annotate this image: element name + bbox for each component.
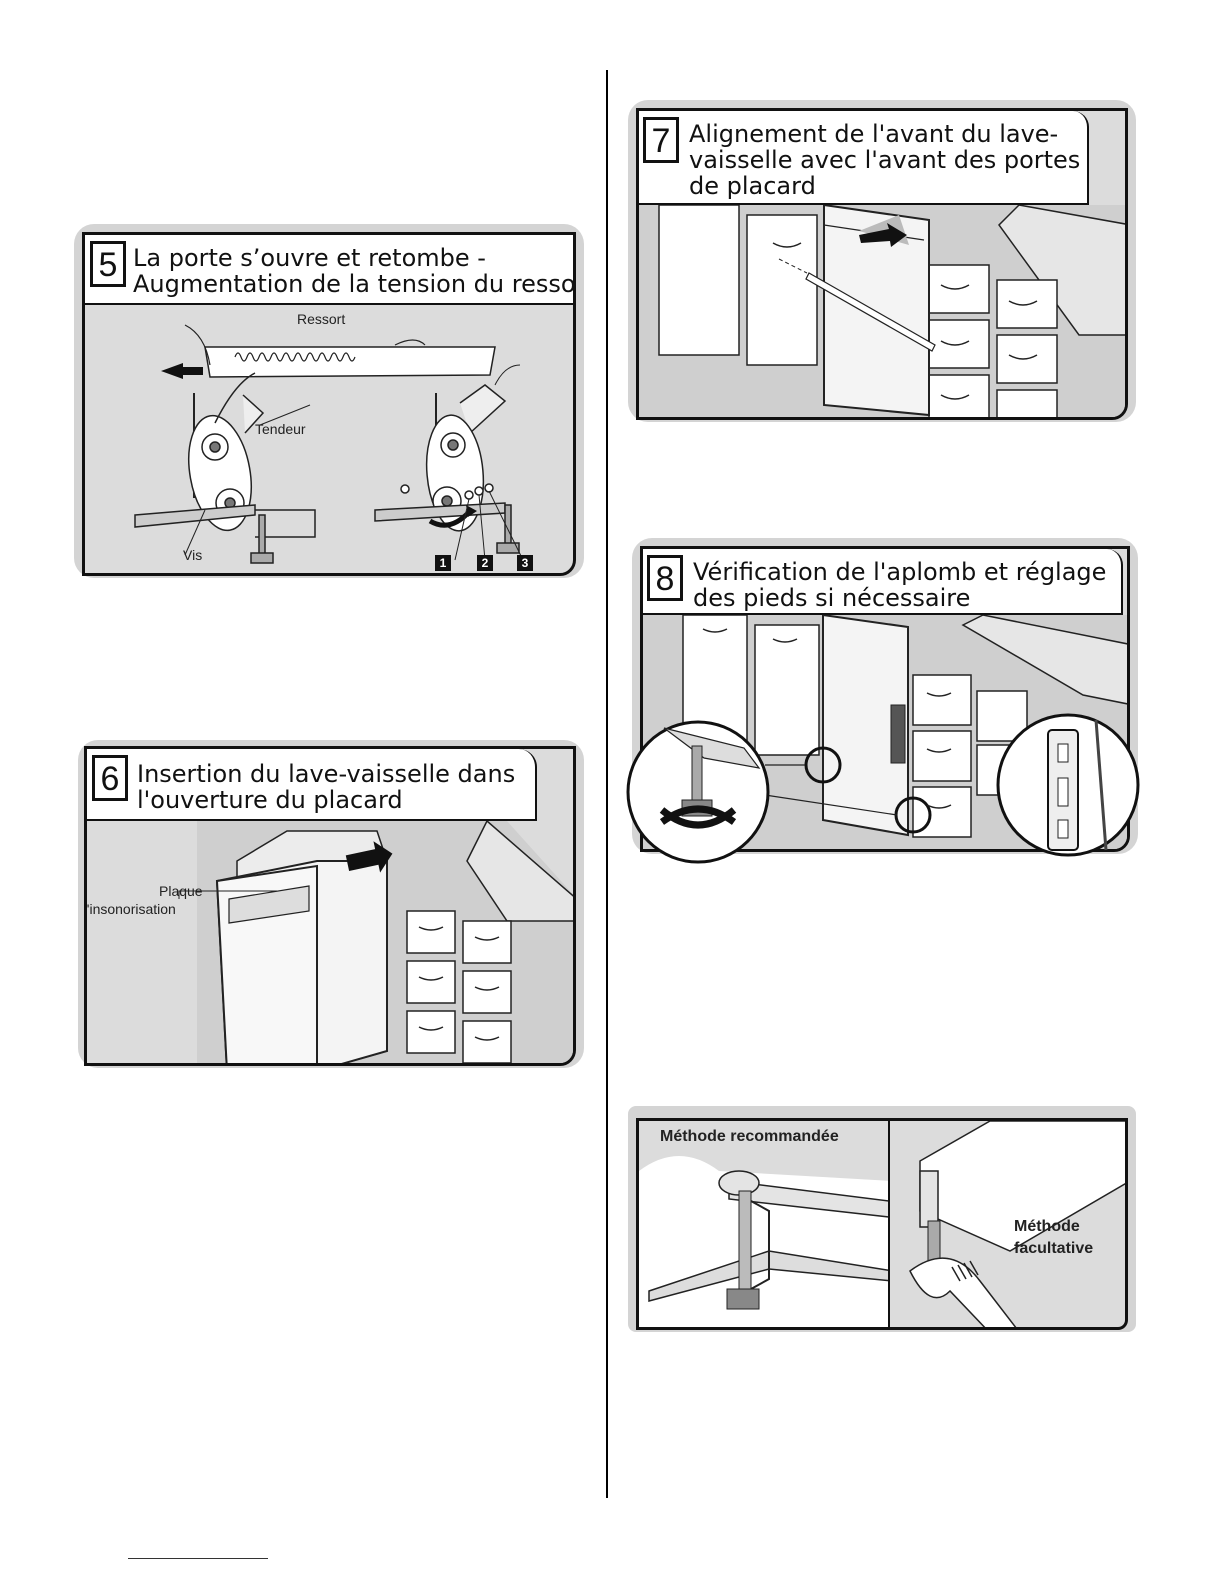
step-6-title: Insertion du lave-vaisselle dans l'ouver… <box>137 761 515 813</box>
spring-hinge-illustration <box>134 324 524 564</box>
plate-label-line-1: Plaque <box>159 883 203 899</box>
step-7-header <box>639 111 1089 205</box>
foot-adjust-zoom <box>626 720 770 864</box>
step-8-title-line-1: Vérification de l'aplomb et réglage <box>693 558 1107 586</box>
tensioner-label: Tendeur <box>255 421 306 437</box>
footer-rule <box>128 1558 268 1559</box>
step-5-panel: 5 La porte s’ouvre et retombe - Augmenta… <box>74 224 584 578</box>
recommended-method-label: Méthode recommandée <box>660 1128 839 1145</box>
step-6-panel: 6 Insertion du lave-vaisselle dans l'ouv… <box>78 740 584 1068</box>
front-alignment-illustration <box>639 205 1125 417</box>
step-6-number: 6 <box>92 755 128 801</box>
screw-label: Vis <box>183 547 203 563</box>
step-8-number: 8 <box>647 555 683 601</box>
optional-method-frame <box>888 1118 1128 1330</box>
step-5-title: La porte s’ouvre et retombe - Augmentati… <box>133 244 576 298</box>
step-6-title-line-1: Insertion du lave-vaisselle dans <box>137 760 516 788</box>
step-7-panel: 7 Alignement de l'avant du lave- vaissel… <box>628 100 1136 422</box>
position-1-badge: 1 <box>435 555 451 571</box>
step-7-title-line-3: de placard <box>689 172 816 200</box>
step-6-title-line-2: l'ouverture du placard <box>137 786 403 814</box>
step-5-number: 5 <box>90 241 126 287</box>
step-8-panel: 8 Vérification de l'aplomb et réglage de… <box>622 538 1140 866</box>
step-7-title: Alignement de l'avant du lave- vaisselle… <box>689 121 1080 199</box>
column-divider <box>606 70 608 1498</box>
step-6-header <box>87 749 537 821</box>
dishwasher-insertion-illustration <box>178 821 573 1063</box>
adjustable-wrench-illustration <box>909 1121 1125 1327</box>
step-8-header <box>643 549 1123 615</box>
step-7-number: 7 <box>643 117 679 163</box>
position-2-badge: 2 <box>477 555 493 571</box>
step-5-title-line-1: La porte s’ouvre et retombe - <box>133 244 486 272</box>
recommended-method-frame <box>636 1118 890 1330</box>
plate-label-line-2: d'insonorisation <box>84 901 176 917</box>
spring-label: Ressort <box>297 311 346 327</box>
optional-method-label-line-1: Méthode <box>1014 1218 1080 1235</box>
wrench-clamp-illustration <box>639 1156 890 1327</box>
level-zoom <box>996 713 1140 857</box>
step-5-header <box>85 235 573 305</box>
step-5-title-line-2: Augmentation de la tension du ressort <box>133 270 576 298</box>
optional-method-label-line-2: facultative <box>1014 1240 1094 1257</box>
step-8-title-line-2: des pieds si nécessaire <box>693 584 971 612</box>
position-3-badge: 3 <box>517 555 533 571</box>
methods-panel: Méthode recommandée Méthode facultative <box>628 1106 1136 1332</box>
step-7-title-line-1: Alignement de l'avant du lave- <box>689 120 1059 148</box>
step-8-title: Vérification de l'aplomb et réglage des … <box>693 559 1106 611</box>
step-7-title-line-2: vaisselle avec l'avant des portes <box>689 146 1081 174</box>
